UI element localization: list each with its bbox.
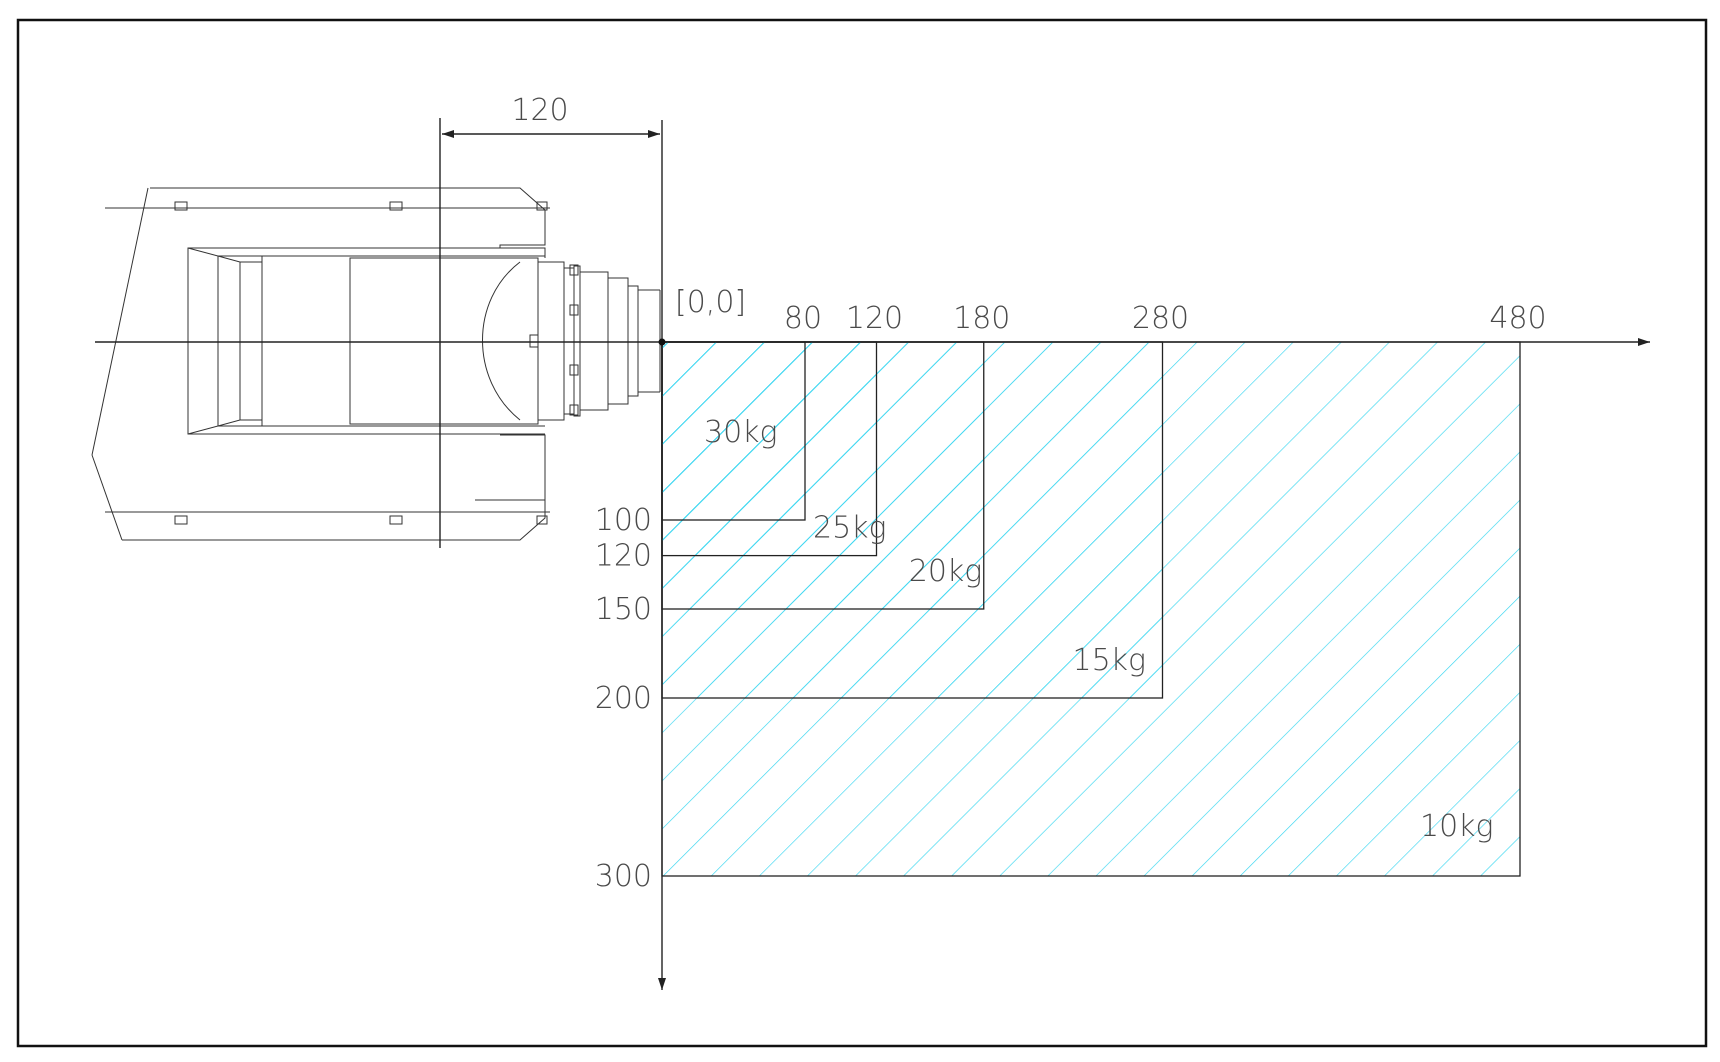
y-tick-label: 200 <box>595 681 652 716</box>
zone-label: 15kg <box>1073 643 1147 678</box>
origin-label: [0,0] <box>675 285 746 320</box>
y-tick-label: 100 <box>595 503 652 538</box>
y-tick-label: 150 <box>595 592 652 627</box>
x-tick-label: 280 <box>1132 301 1189 336</box>
y-tick-label: 120 <box>595 539 652 574</box>
zone-label: 30kg <box>704 415 778 450</box>
x-tick-label: 80 <box>784 301 822 336</box>
offset-dimension-label: 120 <box>511 93 568 128</box>
page-border <box>16 18 1708 1048</box>
zone-label: 10kg <box>1420 809 1494 844</box>
origin-point <box>658 338 666 346</box>
x-tick-label: 120 <box>846 301 903 336</box>
zone-label: 20kg <box>909 554 983 589</box>
x-tick-label: 480 <box>1489 301 1546 336</box>
y-tick-label: 300 <box>595 859 652 894</box>
zone-label: 25kg <box>813 511 887 546</box>
zone-labels: 30kg 25kg 20kg 15kg 10kg <box>704 415 1494 844</box>
x-tick-labels: 80 120 180 280 480 <box>784 301 1547 336</box>
x-tick-label: 180 <box>953 301 1010 336</box>
load-zones <box>661 341 1521 877</box>
robot-arm-drawing <box>91 187 661 541</box>
